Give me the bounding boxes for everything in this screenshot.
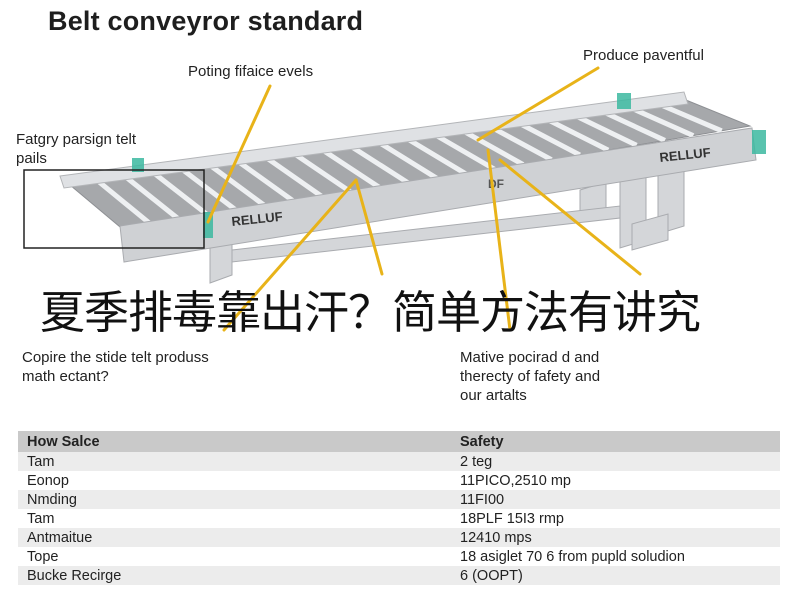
callout-left-line: pails — [16, 150, 47, 167]
roller — [345, 141, 411, 186]
callout-lines — [206, 66, 642, 332]
roller — [515, 119, 581, 158]
roller — [600, 108, 666, 143]
roller — [118, 170, 185, 225]
table-cell: 2 teg — [451, 452, 780, 471]
callout-left-line: Fatgry parsign telt — [16, 131, 137, 148]
table-cell: 18 asiglet 70 6 from pupld soludion — [451, 547, 780, 566]
callout-top-left: Poting fifaice evels — [188, 63, 314, 80]
conveyor-supports — [209, 147, 685, 284]
side-frame-near — [119, 127, 757, 263]
roller — [260, 152, 326, 201]
frame-label-left: RELLUF — [231, 209, 284, 229]
callout-bottom-right: Mative pocirad d and therecty of fafety … — [460, 348, 600, 405]
end-brackets — [132, 93, 766, 238]
table-cell: 18PLF 15I3 rmp — [451, 509, 780, 528]
roller — [175, 163, 241, 215]
roller — [288, 148, 355, 196]
table-cell: Bucke Recirge — [18, 566, 451, 585]
roller — [317, 145, 383, 191]
table-cell: 12410 mps — [451, 528, 780, 547]
callout-bottom-left-line: math ectant? — [22, 368, 109, 385]
roller — [90, 174, 156, 230]
callout-bottom-left: Copire the stide telt produss math ectan… — [22, 348, 209, 386]
callout-top-right: Produce paventful — [583, 47, 704, 64]
page-title: Belt conveyror standard — [48, 6, 364, 36]
roller — [373, 137, 440, 182]
table-cell: Eonop — [18, 471, 451, 490]
conveyor-diagram: RELLUF RELLUF DF — [23, 66, 766, 332]
table-cell: Antmaitue — [18, 528, 451, 547]
roller — [430, 130, 496, 172]
table-cell: Tam — [18, 452, 451, 471]
rollers — [90, 101, 723, 230]
frame-label-right: RELLUF — [659, 145, 712, 165]
table-cell: 11FI00 — [451, 490, 780, 509]
roller — [401, 134, 468, 177]
callout-bottom-right-line: Mative pocirad d and — [460, 349, 600, 366]
table-cell: 11PICO,2510 mp — [451, 471, 780, 490]
table-cell: Tope — [18, 547, 451, 566]
roller — [628, 104, 695, 138]
roller — [656, 101, 723, 134]
roller — [203, 159, 270, 210]
roller — [486, 123, 553, 162]
table-cell: Nmding — [18, 490, 451, 509]
highlight-box — [23, 169, 205, 249]
roller — [458, 126, 525, 167]
callout-left: Fatgry parsign telt pails — [16, 130, 136, 168]
roller — [571, 112, 638, 148]
table-header-row: How Salce Safety — [18, 431, 780, 452]
table-header-cell: How Salce — [18, 431, 451, 452]
table-cell: 6 (OOPT) — [451, 566, 780, 585]
roller — [543, 115, 610, 153]
callout-bottom-right-line: therecty of fafety and — [460, 368, 601, 385]
callout-bottom-right-line: our artalts — [460, 387, 527, 404]
table-header-cell: Safety — [451, 431, 780, 452]
roller — [147, 167, 213, 220]
callout-bottom-left-line: Copire the stide telt produss — [22, 349, 209, 366]
roller — [232, 156, 298, 206]
overlay-headline: 夏季排毒靠出汗？简单方法有讲究 — [40, 286, 701, 339]
side-frame-far — [59, 91, 689, 189]
table-cell: Tam — [18, 509, 451, 528]
